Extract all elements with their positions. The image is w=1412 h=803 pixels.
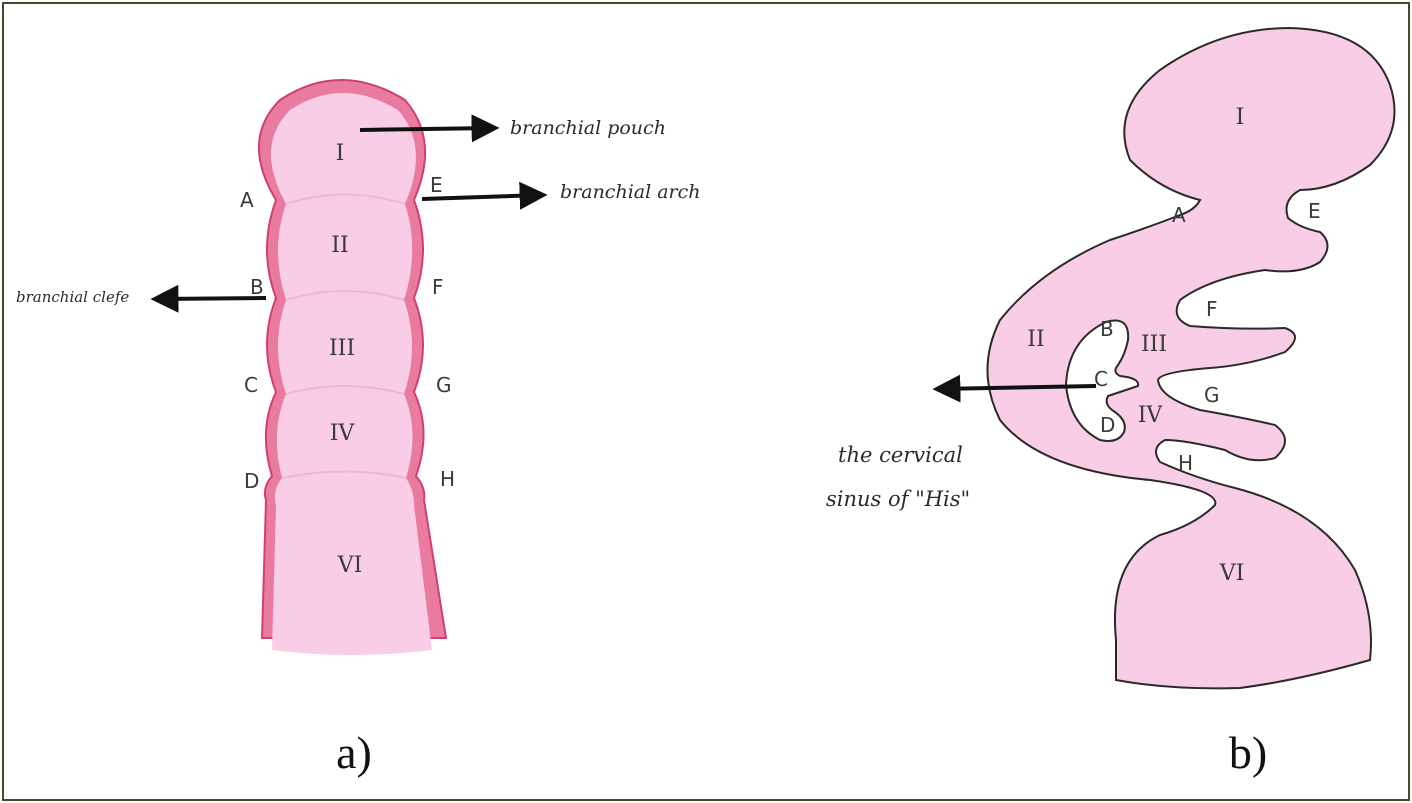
letter-A: A (1172, 203, 1186, 227)
letter-F: F (1206, 297, 1218, 321)
arch-label-H: H (440, 467, 455, 491)
arrow-arch (421, 181, 548, 210)
arch-label-E: E (430, 173, 443, 197)
cervical-sinus-cavity (1064, 319, 1140, 442)
neck-tissue-outline (986, 26, 1396, 690)
pouch-label-I: I (336, 141, 345, 166)
label-branchial-cleft: branchial clefe (16, 288, 129, 306)
label-cervical-line2: sinus of "His" (826, 487, 970, 511)
region-label-III: III (1141, 332, 1167, 357)
arrow-cleft (150, 284, 267, 313)
panel-b-diagram: I II III IV VI A B C D E F G H the cervi… (826, 26, 1396, 778)
pouch-divider-2 (285, 290, 405, 301)
pouch-divider-3 (285, 385, 405, 395)
label-branchial-arch: branchial arch (560, 181, 701, 203)
region-label-VI: VI (1219, 561, 1245, 586)
letter-B: B (1100, 317, 1114, 341)
pouch-label-III: III (329, 336, 355, 361)
cleft-label-D: D (244, 469, 259, 493)
pharyngeal-lumen (270, 93, 432, 655)
letter-D: D (1100, 413, 1115, 437)
arrow-pouch (359, 114, 500, 143)
cleft-label-A: A (240, 188, 254, 212)
region-label-IV: IV (1138, 403, 1164, 428)
label-branchial-pouch: branchial pouch (510, 117, 666, 139)
letter-E: E (1308, 199, 1321, 223)
pouch-divider-4 (281, 470, 407, 479)
region-label-II: II (1027, 327, 1044, 352)
letter-H: H (1178, 451, 1193, 475)
cleft-label-B: B (250, 275, 264, 299)
letter-G: G (1204, 383, 1220, 407)
region-label-I: I (1236, 105, 1245, 130)
cleft-label-C: C (244, 373, 258, 397)
arrow-cervical-sinus (932, 374, 1097, 403)
panel-a-diagram: I II III IV VI A B C D E F G H branchial… (16, 79, 701, 778)
caption-a: a) (336, 727, 372, 778)
arch-label-F: F (432, 275, 444, 299)
pouch-label-VI: VI (337, 553, 363, 578)
pouch-label-II: II (331, 233, 348, 258)
arch-label-G: G (436, 373, 452, 397)
pouch-label-IV: IV (330, 421, 356, 446)
letter-C: C (1094, 367, 1108, 391)
label-cervical-line1: the cervical (838, 443, 963, 467)
caption-b: b) (1229, 727, 1267, 778)
pouch-divider-1 (285, 193, 406, 205)
